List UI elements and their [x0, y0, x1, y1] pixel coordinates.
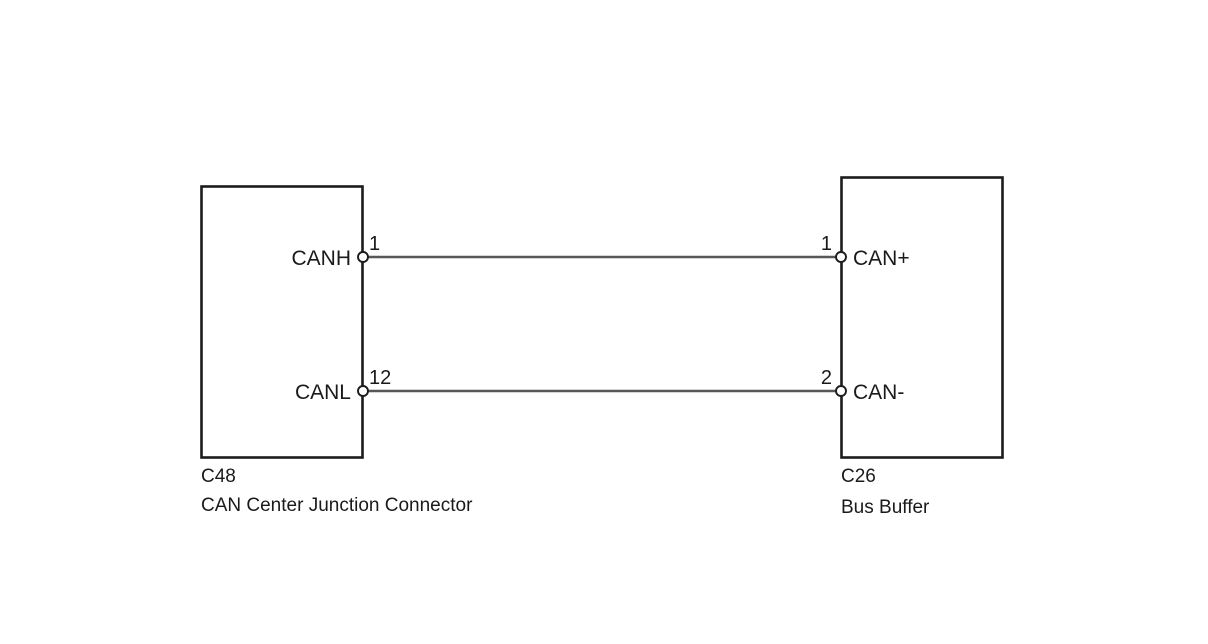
caption-right-id: C26 — [841, 466, 876, 487]
pin-number-left-canh: 1 — [369, 233, 380, 255]
port-label-canl: CANL — [295, 381, 351, 404]
terminal-left-canl — [357, 385, 369, 397]
port-label-canplus: CAN+ — [853, 247, 910, 270]
terminal-left-canh — [357, 251, 369, 263]
pin-number-left-canl: 12 — [369, 367, 391, 389]
port-label-canh: CANH — [291, 247, 351, 270]
connector-box-left — [200, 185, 364, 459]
caption-left-name: CAN Center Junction Connector — [201, 495, 473, 516]
pin-number-right-canminus: 2 — [821, 367, 832, 389]
caption-right-name: Bus Buffer — [841, 497, 930, 518]
connector-box-right — [840, 176, 1004, 459]
port-label-canminus: CAN- — [853, 381, 904, 404]
pin-number-right-canplus: 1 — [821, 233, 832, 255]
terminal-right-canminus — [835, 385, 847, 397]
terminal-right-canplus — [835, 251, 847, 263]
caption-left-id: C48 — [201, 466, 236, 487]
